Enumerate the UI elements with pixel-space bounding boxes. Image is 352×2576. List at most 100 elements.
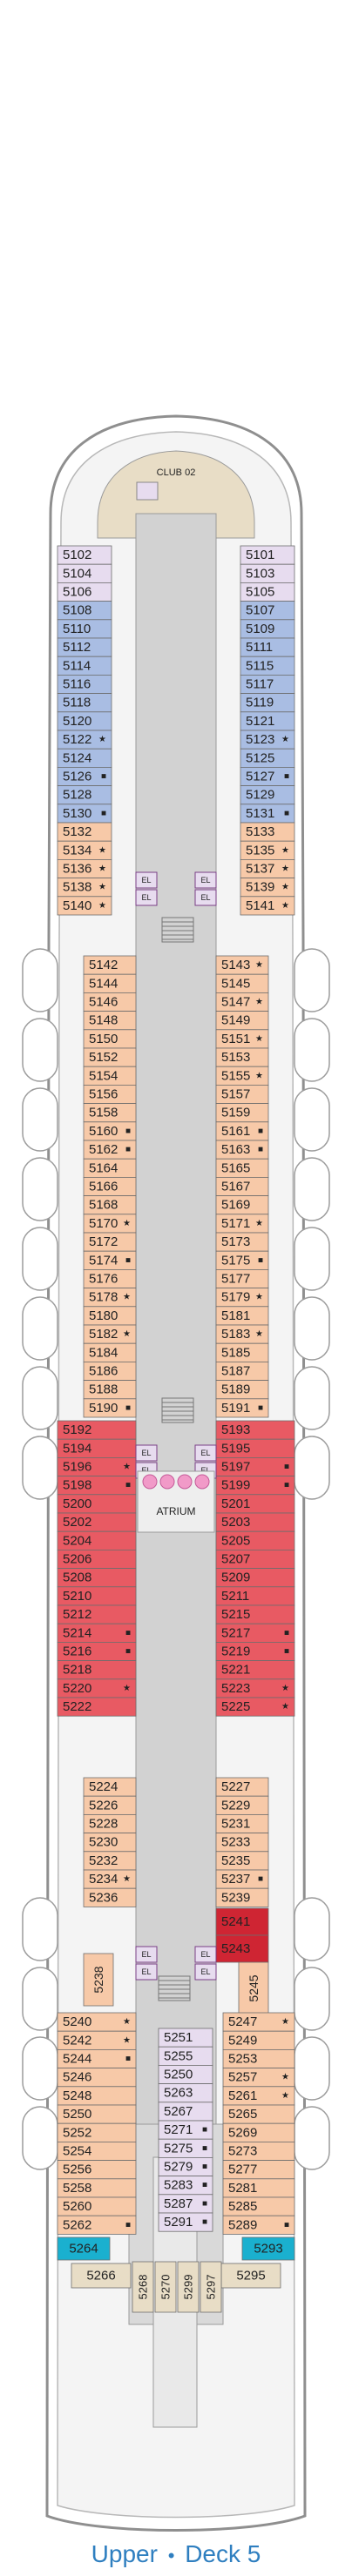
cabin-marker-square: ■: [258, 1874, 263, 1884]
elevator-fwd-port-text: EL: [141, 876, 151, 884]
cabin-5236: [83, 1887, 137, 1907]
cabin-number-5185: 5185: [221, 1345, 250, 1360]
deck-caption: Upper • Deck 5: [0, 2540, 352, 2568]
cabin-marker-star: ★: [255, 1071, 263, 1080]
cabin-marker-square: ■: [125, 1127, 131, 1136]
cabin-number-5135: 5135: [246, 843, 274, 858]
cabin-number-5265: 5265: [228, 2107, 257, 2122]
atrium-column-icon: [159, 1474, 175, 1490]
cabin-number-5109: 5109: [246, 622, 274, 636]
cabin-number-5287: 5287: [164, 2196, 193, 2211]
cabin-marker-square: ■: [202, 2162, 207, 2172]
atrium-column-icon: [194, 1474, 210, 1490]
cabin-number-5152: 5152: [89, 1050, 118, 1065]
cabin-number-5240: 5240: [63, 2014, 91, 2029]
cabin-number-5111: 5111: [246, 640, 273, 655]
cabin-number-5112: 5112: [63, 640, 91, 655]
cabin-number-5267: 5267: [164, 2104, 193, 2119]
cabin-number-5221: 5221: [221, 1663, 250, 1678]
cabin-number-5270: 5270: [159, 2275, 173, 2300]
cabin-number-5125: 5125: [246, 750, 274, 765]
cabin-marker-square: ■: [202, 2217, 207, 2227]
cabin-marker-square: ■: [101, 809, 106, 818]
cabin-number-5260: 5260: [63, 2199, 91, 2214]
cabin-number-5236: 5236: [89, 1890, 118, 1905]
cabin-number-5257: 5257: [228, 2070, 257, 2085]
cabin-number-5281: 5281: [228, 2181, 257, 2196]
club-stair-icon: [136, 481, 159, 501]
cabin-marker-star: ★: [281, 901, 289, 911]
cabin-number-5145: 5145: [221, 976, 250, 991]
cabin-marker-star: ★: [123, 1329, 131, 1339]
cabin-number-5149: 5149: [221, 1013, 250, 1028]
elevator-fwd-port-lower-text: EL: [141, 893, 151, 902]
cabin-number-5164: 5164: [89, 1160, 118, 1175]
cabin-number-5232: 5232: [89, 1853, 118, 1868]
cabin-marker-square: ■: [125, 1628, 131, 1638]
cabin-marker-square: ■: [258, 1127, 263, 1136]
lifeboat-port: [22, 1897, 58, 1961]
cabin-number-5250: 5250: [164, 2068, 193, 2082]
cabin-marker-star: ★: [281, 864, 289, 874]
cabin-marker-square: ■: [284, 809, 289, 818]
cabin-number-5289: 5289: [228, 2217, 257, 2232]
elevator-fwd-starboard-lower: [194, 889, 217, 906]
cabin-5190: [83, 1398, 137, 1418]
cabin-marker-star: ★: [98, 864, 106, 874]
cabin-number-5225: 5225: [221, 1699, 250, 1714]
cabin-number-5132: 5132: [63, 824, 91, 839]
lifeboat-starboard: [294, 1087, 330, 1152]
cabin-number-5154: 5154: [89, 1068, 118, 1083]
cabin-number-5216: 5216: [63, 1644, 91, 1659]
cabin-5266: [71, 2263, 132, 2289]
cabin-number-5253: 5253: [228, 2052, 257, 2067]
cabin-number-5106: 5106: [63, 585, 91, 600]
cabin-number-5133: 5133: [246, 824, 274, 839]
cabin-number-5206: 5206: [63, 1552, 91, 1567]
cabin-5291: [158, 2212, 213, 2232]
cabin-number-5264: 5264: [69, 2242, 98, 2257]
cabin-number-5188: 5188: [89, 1382, 118, 1397]
cabin-number-5150: 5150: [89, 1032, 118, 1046]
cabin-marker-square: ■: [125, 1145, 131, 1154]
elevator-aft-port-text: EL: [141, 1950, 151, 1959]
cabin-marker-star: ★: [98, 735, 106, 744]
cabin-marker-square: ■: [125, 1481, 131, 1490]
cabin-5289: [222, 2215, 295, 2235]
cabin-number-5244: 5244: [63, 2052, 91, 2067]
elevator-mid-starboard-lower-text: EL: [200, 1466, 210, 1475]
cabin-number-5179: 5179: [221, 1290, 250, 1305]
cabin-number-5211: 5211: [221, 1589, 249, 1604]
cabin-5191: [215, 1398, 269, 1418]
cabin-marker-star: ★: [98, 845, 106, 855]
elevator-fwd-port: [135, 871, 158, 889]
elevator-aft-port-lower: [135, 1963, 158, 1981]
cabin-number-5256: 5256: [63, 2162, 91, 2177]
cabin-marker-square: ■: [202, 2199, 207, 2209]
cabin-number-5249: 5249: [228, 2033, 257, 2048]
cabin-number-5269: 5269: [228, 2125, 257, 2140]
cabin-number-5153: 5153: [221, 1050, 250, 1065]
deck-caption-dot: •: [167, 2545, 175, 2566]
cabin-number-5147: 5147: [221, 995, 250, 1010]
cabin-number-5266: 5266: [86, 2269, 115, 2283]
cabin-number-5122: 5122: [63, 732, 91, 747]
cabin-number-5196: 5196: [63, 1460, 91, 1475]
cabin-number-5177: 5177: [221, 1272, 250, 1287]
deck-caption-upper: Upper: [91, 2540, 158, 2567]
cabin-number-5212: 5212: [63, 1607, 91, 1622]
cabin-number-5190: 5190: [89, 1401, 118, 1416]
cabin-number-5234: 5234: [89, 1872, 118, 1887]
cabin-number-5126: 5126: [63, 770, 91, 784]
cabin-number-5261: 5261: [228, 2088, 257, 2103]
cabin-marker-star: ★: [255, 960, 263, 970]
cabin-5295: [220, 2263, 281, 2289]
cabin-marker-square: ■: [202, 2181, 207, 2190]
cabin-number-5103: 5103: [246, 566, 274, 581]
lifeboat-starboard: [294, 948, 330, 1012]
cabin-number-5291: 5291: [164, 2215, 193, 2230]
cabin-marker-square: ■: [202, 2143, 207, 2153]
cabin-5225: [215, 1697, 295, 1717]
cabin-number-5127: 5127: [246, 770, 274, 784]
cabin-number-5117: 5117: [246, 677, 274, 692]
